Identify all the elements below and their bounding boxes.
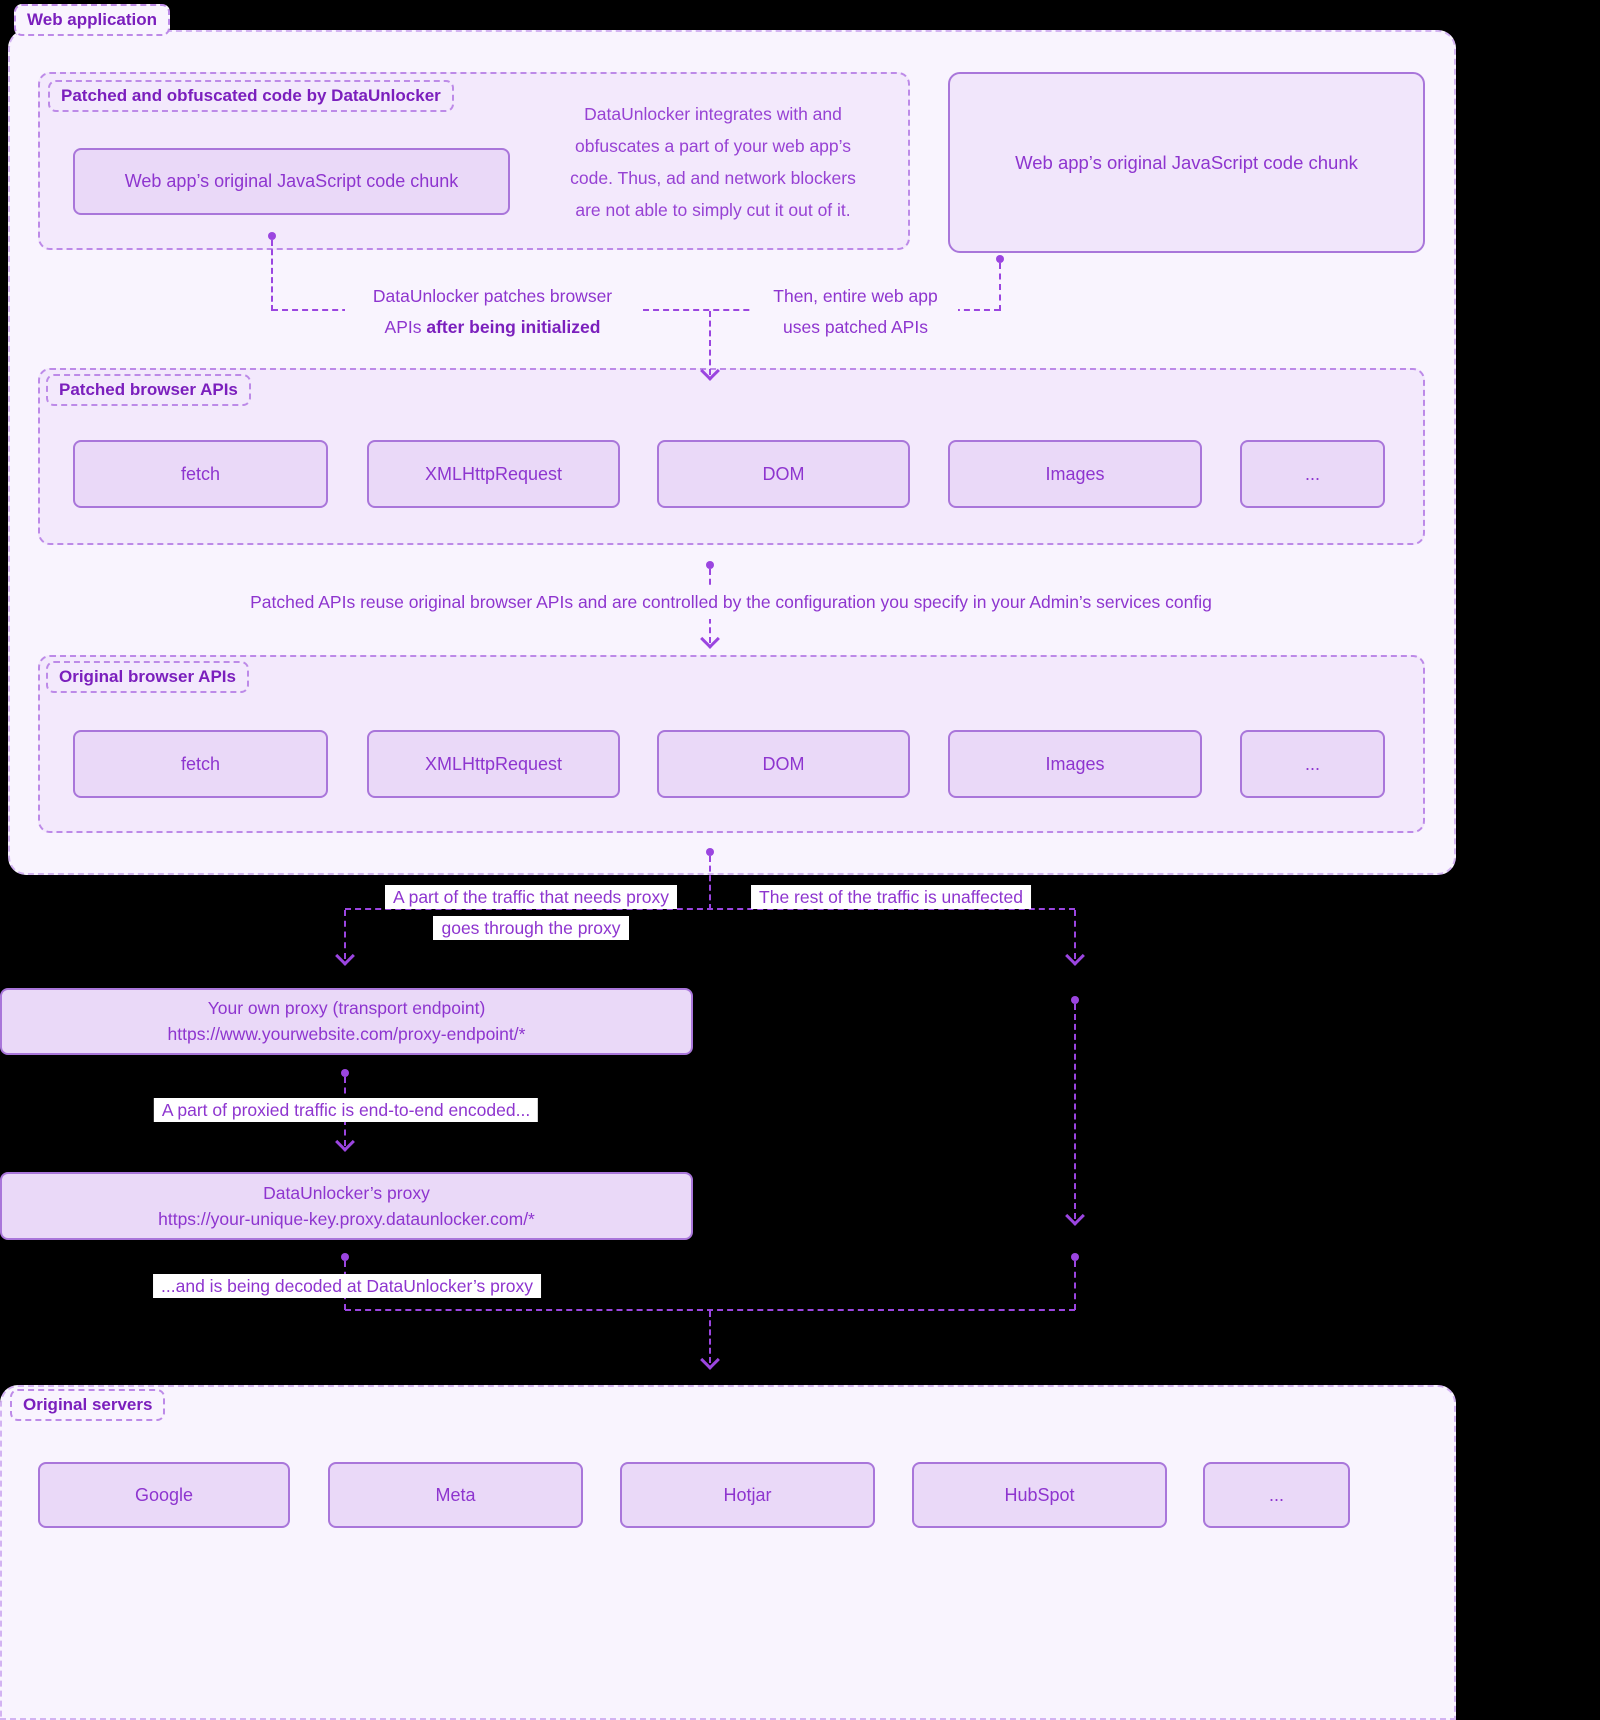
patched-js-chunk-box: Web app’s original JavaScript code chunk xyxy=(73,148,510,215)
patched-apis-panel-title: Patched browser APIs xyxy=(46,374,251,406)
dataunlocker-proxy-title: DataUnlocker’s proxy xyxy=(263,1182,430,1203)
original-api-dom-box: DOM xyxy=(657,730,910,798)
original-apis-panel-title: Original browser APIs xyxy=(46,661,249,693)
connector-line xyxy=(1074,1004,1076,1219)
reuse-note-label: Patched APIs reuse original browser APIs… xyxy=(244,586,1218,619)
server-google-box: Google xyxy=(38,1462,290,1528)
connector-line xyxy=(709,1311,711,1363)
connector-line xyxy=(271,240,273,311)
arrowhead-down-icon xyxy=(700,1350,720,1370)
connector-dot xyxy=(706,848,714,856)
own-proxy-box: Your own proxy (transport endpoint) http… xyxy=(0,988,693,1055)
connector-dot xyxy=(341,1069,349,1077)
arrowhead-down-icon xyxy=(1065,946,1085,966)
encoded-traffic-label: A part of proxied traffic is end-to-end … xyxy=(153,1095,539,1126)
original-servers-label: Original servers xyxy=(10,1389,166,1421)
connector-line xyxy=(709,856,711,910)
connector-line xyxy=(344,910,346,959)
connector-line xyxy=(999,263,1001,311)
arrowhead-down-icon xyxy=(1065,1206,1085,1226)
original-api-more-box: ... xyxy=(1240,730,1385,798)
original-js-chunk-box: Web app’s original JavaScript code chunk xyxy=(948,72,1425,253)
own-proxy-title: Your own proxy (transport endpoint) xyxy=(207,998,486,1018)
own-proxy-url: https://www.yourwebsite.com/proxy-endpoi… xyxy=(167,1024,526,1044)
connector-dot xyxy=(706,561,714,569)
patched-api-xhr-box: XMLHttpRequest xyxy=(367,440,620,508)
connector-dot xyxy=(1071,1253,1079,1261)
patch-arrow-label-line1: DataUnlocker patches browser xyxy=(372,286,613,306)
original-servers-section xyxy=(0,1385,1456,1720)
connector-line xyxy=(1074,1261,1076,1310)
patch-arrow-label-line2: APIs after being initialized xyxy=(384,317,601,337)
arrowhead-down-icon xyxy=(335,1132,355,1152)
proxied-traffic-label: A part of the traffic that needs proxy g… xyxy=(383,882,679,944)
patch-arrow-label: DataUnlocker patches browser APIs after … xyxy=(345,280,640,344)
connector-line xyxy=(709,311,711,375)
arrowhead-down-icon xyxy=(335,946,355,966)
connector-dot xyxy=(268,232,276,240)
patched-api-fetch-box: fetch xyxy=(73,440,328,508)
web-application-label: Web application xyxy=(14,4,171,36)
patched-api-images-box: Images xyxy=(948,440,1202,508)
dataunlocker-proxy-box: DataUnlocker’s proxy https://your-unique… xyxy=(0,1172,693,1240)
original-api-fetch-box: fetch xyxy=(73,730,328,798)
unaffected-traffic-label: The rest of the traffic is unaffected xyxy=(751,882,1031,913)
connector-dot xyxy=(996,255,1004,263)
connector-dot xyxy=(1071,996,1079,1004)
original-api-images-box: Images xyxy=(948,730,1202,798)
connector-line xyxy=(345,1309,1075,1311)
connector-line xyxy=(345,908,1075,910)
patched-api-dom-box: DOM xyxy=(657,440,910,508)
connector-line xyxy=(1074,910,1076,959)
obfuscation-description: DataUnlocker integrates with and obfusca… xyxy=(570,104,856,220)
decoded-traffic-label: ...and is being decoded at DataUnlocker’… xyxy=(153,1271,541,1302)
original-api-xhr-box: XMLHttpRequest xyxy=(367,730,620,798)
use-arrow-label: Then, entire web app uses patched APIs xyxy=(753,280,958,344)
server-meta-box: Meta xyxy=(328,1462,583,1528)
server-hubspot-box: HubSpot xyxy=(912,1462,1167,1528)
server-more-box: ... xyxy=(1203,1462,1350,1528)
patched-code-panel-title: Patched and obfuscated code by DataUnloc… xyxy=(48,80,454,112)
server-hotjar-box: Hotjar xyxy=(620,1462,875,1528)
connector-dot xyxy=(341,1253,349,1261)
dataunlocker-proxy-url: https://your-unique-key.proxy.dataunlock… xyxy=(158,1208,535,1229)
patched-api-more-box: ... xyxy=(1240,440,1385,508)
